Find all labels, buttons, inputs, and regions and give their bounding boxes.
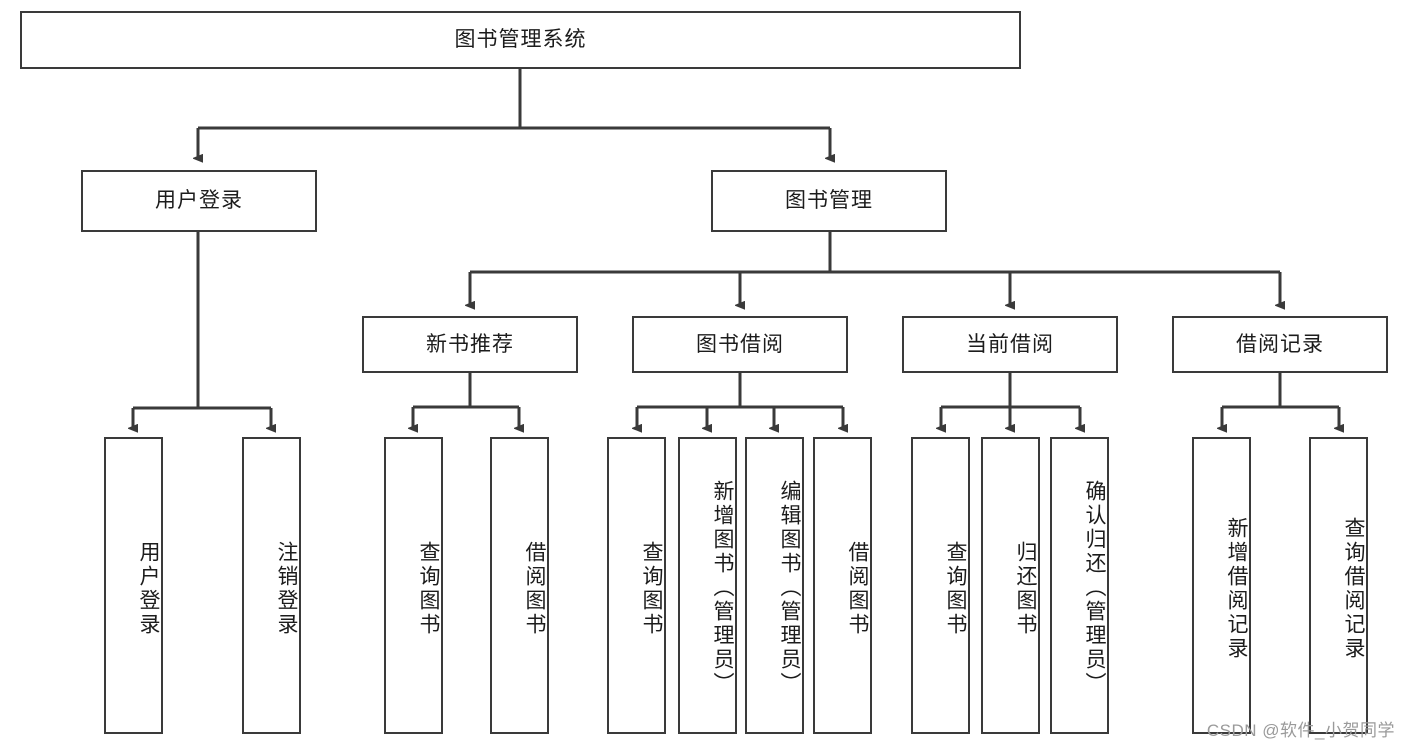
leaf-borrow-record-query[interactable]: 查询借阅记录 <box>1309 437 1368 734</box>
node-label: 用户登录 <box>137 540 160 637</box>
node-current-borrow[interactable]: 当前借阅 <box>902 316 1118 373</box>
node-label: 查询借阅记录 <box>1342 516 1365 661</box>
node-label: 查询图书 <box>944 540 967 637</box>
node-label: 确认归还（管理员） <box>1083 479 1106 696</box>
watermark-text: CSDN @软件_小贺同学 <box>1206 721 1395 740</box>
node-label: 借阅记录 <box>1236 332 1324 356</box>
leaf-book-borrow-query[interactable]: 查询图书 <box>607 437 666 734</box>
leaf-new-book-borrow[interactable]: 借阅图书 <box>490 437 549 734</box>
leaf-user-login-login[interactable]: 用户登录 <box>104 437 163 734</box>
node-borrow-record[interactable]: 借阅记录 <box>1172 316 1388 373</box>
node-label: 查询图书 <box>640 540 663 637</box>
node-label: 图书管理 <box>785 189 873 213</box>
leaf-borrow-record-add[interactable]: 新增借阅记录 <box>1192 437 1251 734</box>
node-label: 借阅图书 <box>523 540 546 637</box>
node-label: 新增图书（管理员） <box>711 479 734 696</box>
node-label: 借阅图书 <box>846 540 869 637</box>
node-label: 新增借阅记录 <box>1225 516 1248 661</box>
leaf-user-login-logout[interactable]: 注销登录 <box>242 437 301 734</box>
node-label: 注销登录 <box>275 540 298 637</box>
node-book-management[interactable]: 图书管理 <box>711 170 947 232</box>
leaf-current-borrow-confirm-return[interactable]: 确认归还（管理员） <box>1050 437 1109 734</box>
leaf-new-book-query[interactable]: 查询图书 <box>384 437 443 734</box>
leaf-current-borrow-return[interactable]: 归还图书 <box>981 437 1040 734</box>
node-label: 归还图书 <box>1014 540 1037 637</box>
leaf-book-borrow-edit[interactable]: 编辑图书（管理员） <box>745 437 804 734</box>
leaf-current-borrow-query[interactable]: 查询图书 <box>911 437 970 734</box>
node-book-borrow[interactable]: 图书借阅 <box>632 316 848 373</box>
node-label: 当前借阅 <box>966 332 1054 356</box>
node-label: 新书推荐 <box>426 332 514 356</box>
node-root-book-management-system[interactable]: 图书管理系统 <box>20 11 1021 69</box>
node-label: 图书管理系统 <box>454 28 587 52</box>
node-label: 查询图书 <box>417 540 440 637</box>
node-label: 用户登录 <box>155 189 243 213</box>
node-label: 编辑图书（管理员） <box>778 479 801 696</box>
node-user-login[interactable]: 用户登录 <box>81 170 317 232</box>
leaf-book-borrow-borrow[interactable]: 借阅图书 <box>813 437 872 734</box>
node-label: 图书借阅 <box>696 332 784 356</box>
node-new-book-recommend[interactable]: 新书推荐 <box>362 316 578 373</box>
leaf-book-borrow-add[interactable]: 新增图书（管理员） <box>678 437 737 734</box>
